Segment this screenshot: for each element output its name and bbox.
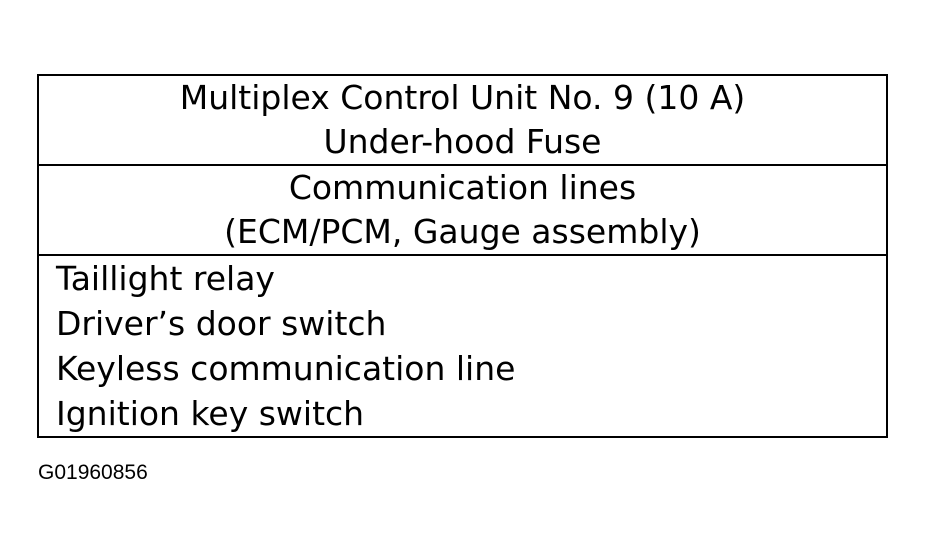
communication-section: Communication lines (ECM/PCM, Gauge asse… xyxy=(39,166,886,256)
fuse-header-section: Multiplex Control Unit No. 9 (10 A) Unde… xyxy=(39,76,886,166)
figure-id: G01960856 xyxy=(38,461,148,484)
list-item-taillight-relay: Taillight relay xyxy=(56,259,275,298)
list-item-keyless-communication-line: Keyless communication line xyxy=(56,349,516,388)
list-item-drivers-door-switch: Driver’s door switch xyxy=(56,304,387,343)
communication-title: Communication lines xyxy=(288,168,637,207)
circuit-table: Multiplex Control Unit No. 9 (10 A) Unde… xyxy=(37,74,888,438)
list-item-ignition-key-switch: Ignition key switch xyxy=(56,394,365,433)
component-list: Taillight relay Driver’s door switch Key… xyxy=(39,256,886,436)
communication-detail: (ECM/PCM, Gauge assembly) xyxy=(224,212,701,251)
fuse-location: Under-hood Fuse xyxy=(323,122,602,161)
control-unit-title: Multiplex Control Unit No. 9 (10 A) xyxy=(179,78,746,117)
